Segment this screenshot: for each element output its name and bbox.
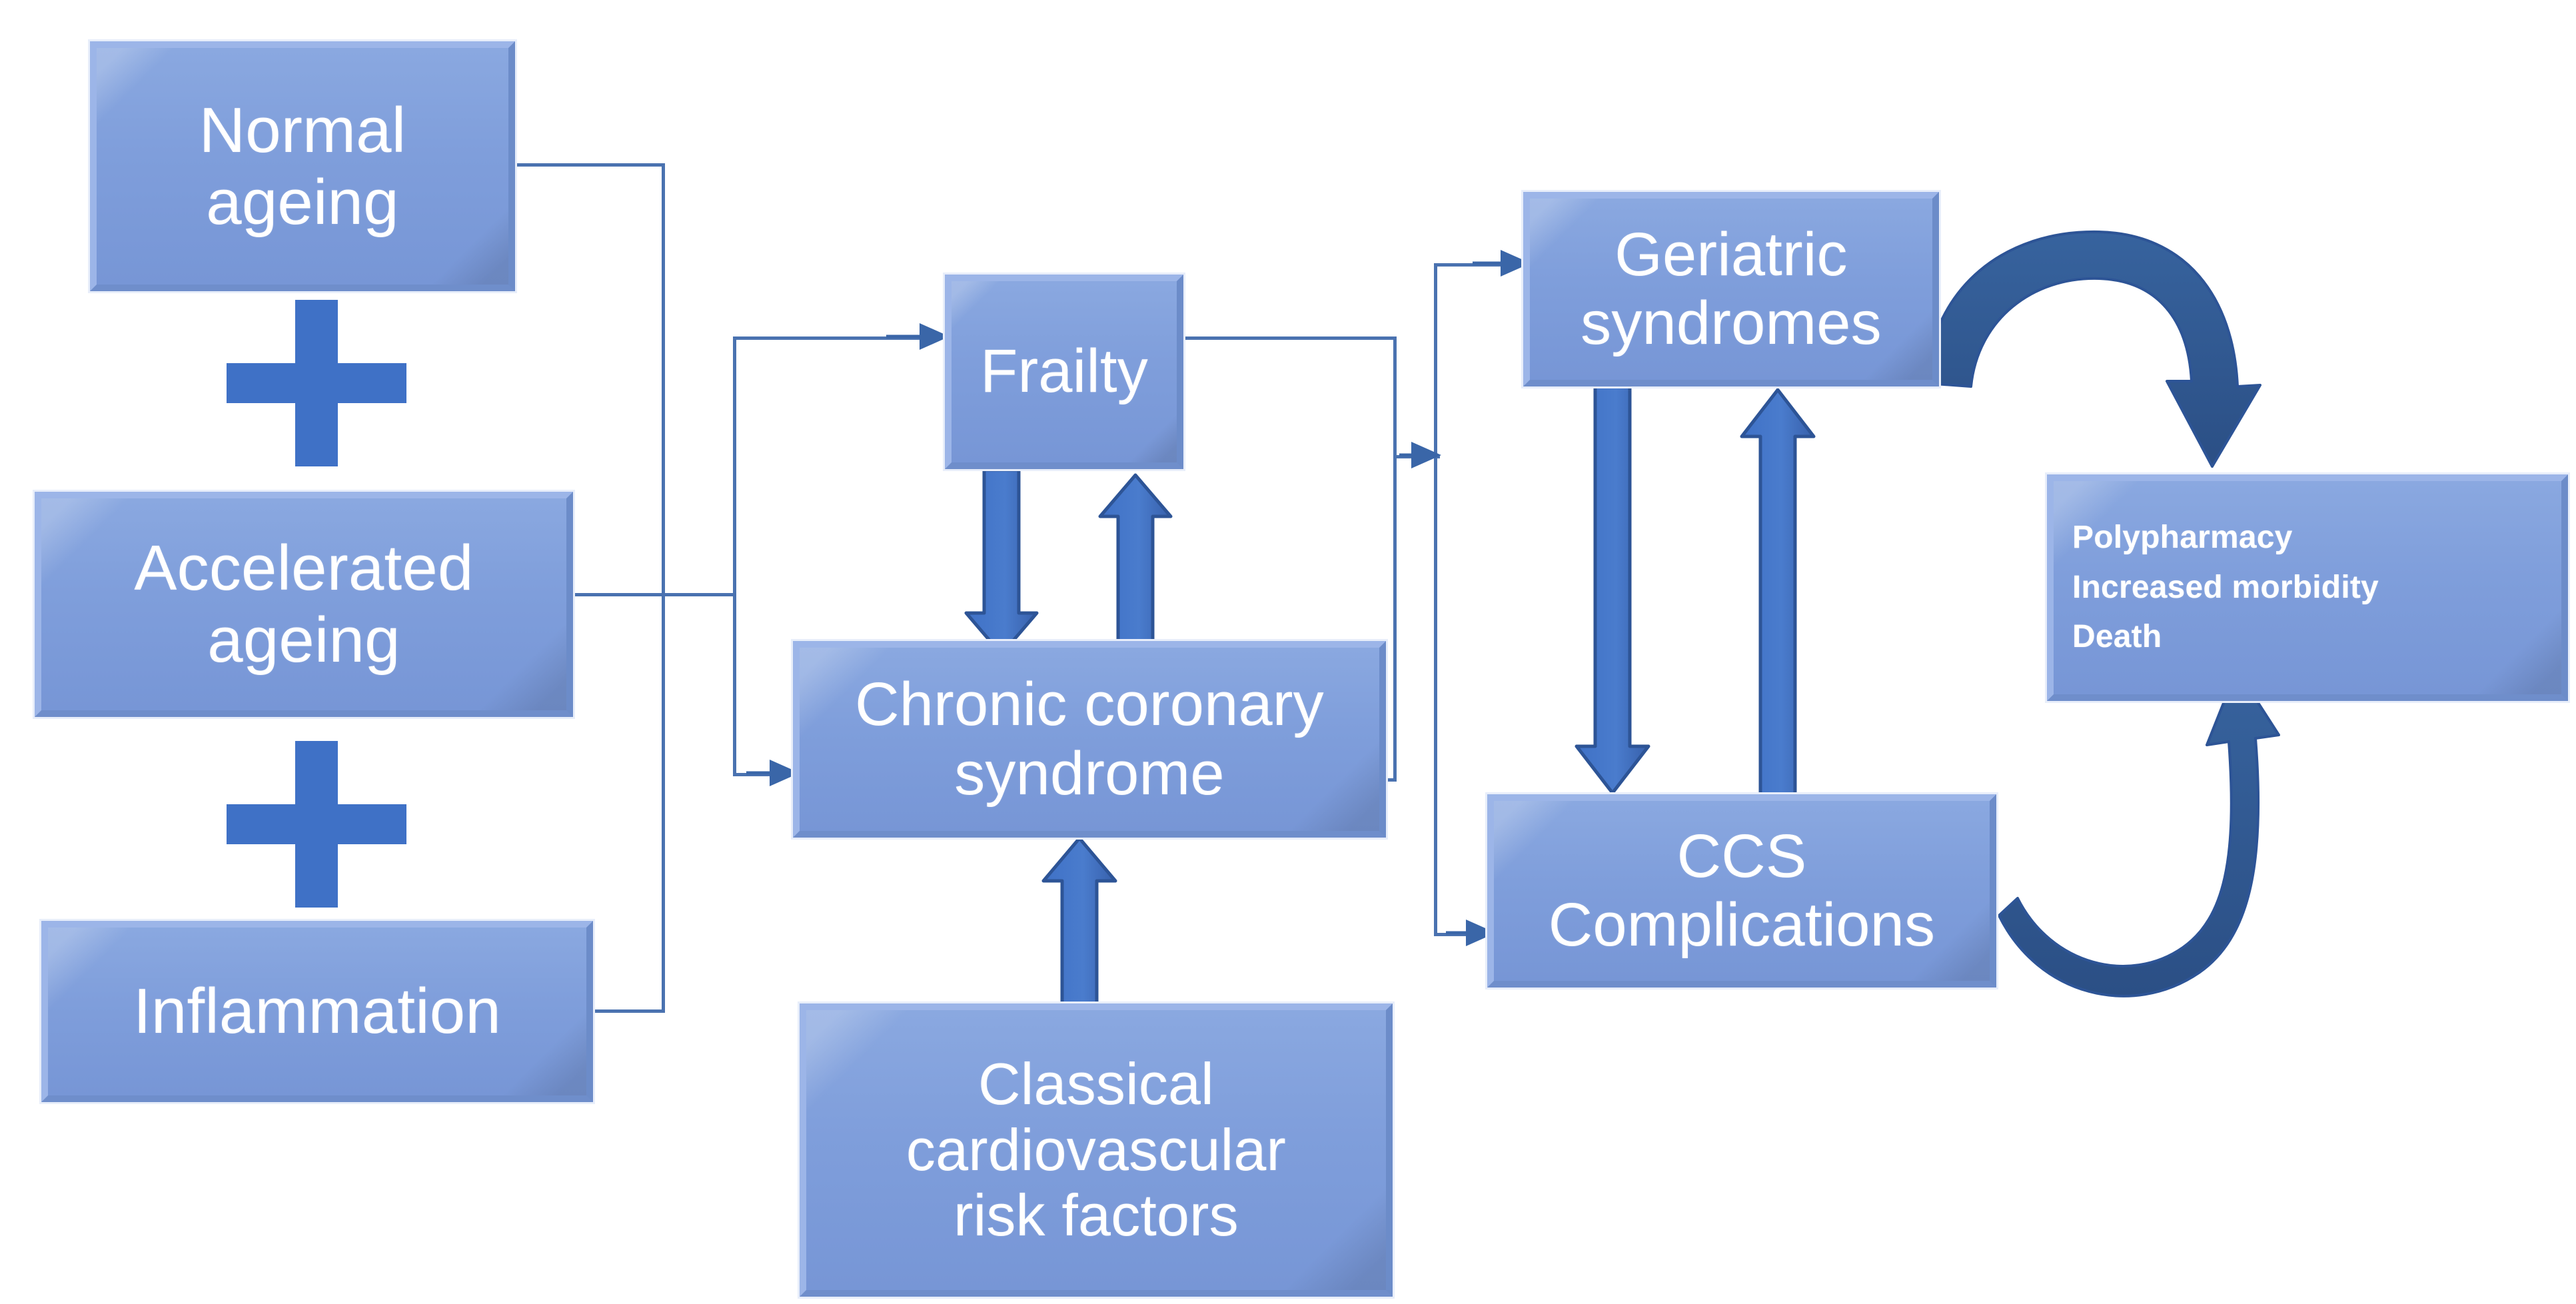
node-geriatric-line1: Geriatric	[1614, 220, 1848, 289]
node-outcomes[interactable]: Polypharmacy Increased morbidity Death	[2047, 474, 2568, 701]
node-ccs-line2: syndrome	[954, 739, 1225, 808]
node-outcomes-line1: Polypharmacy	[2072, 520, 2293, 556]
node-normal-ageing[interactable]: Normal ageing	[90, 41, 515, 291]
curved-arrow-geriatric-to-outcomes	[1924, 230, 2261, 468]
node-chronic-coronary-syndrome[interactable]: Chronic coronary syndrome	[793, 641, 1386, 838]
block-arrow-geriatric-to-complications	[1575, 384, 1650, 795]
node-complications-line1: CCS	[1676, 822, 1807, 890]
block-arrow-frailty-to-ccs	[964, 468, 1039, 656]
node-risk-line1: Classical	[978, 1051, 1214, 1117]
curved-arrow-complications-to-outcomes	[1998, 668, 2280, 997]
connector-bus-left-b	[733, 336, 736, 776]
connector-bus-left-a	[662, 163, 665, 1013]
node-ccs-complications[interactable]: CCS Complications	[1487, 794, 1996, 987]
node-risk-line2: cardiovascular	[906, 1116, 1287, 1183]
node-ccs-line1: Chronic coronary	[855, 670, 1324, 739]
node-accelerated-ageing[interactable]: Accelerated ageing	[35, 492, 573, 717]
block-arrow-ccs-to-frailty	[1098, 473, 1173, 645]
connector-to-complications-stub	[1434, 933, 1484, 936]
node-classical-cv-risk-factors[interactable]: Classical cardiovascular risk factors	[800, 1003, 1393, 1297]
node-accelerated-ageing-line2: ageing	[207, 604, 400, 676]
node-accelerated-ageing-line1: Accelerated	[134, 532, 474, 604]
connector-ccs-out	[1381, 778, 1397, 782]
node-outcomes-line2: Increased morbidity	[2072, 569, 2379, 605]
connector-accelerated-ageing-out	[570, 593, 736, 596]
connector-to-geriatric-stub	[1434, 263, 1514, 267]
node-frailty-label: Frailty	[980, 337, 1148, 406]
node-frailty[interactable]: Frailty	[945, 275, 1183, 469]
node-inflammation-label: Inflammation	[133, 976, 501, 1047]
connector-bus-c-to-d	[1393, 455, 1440, 458]
connector-to-ccs-stub	[733, 773, 790, 776]
connector-inflammation-out	[590, 1009, 665, 1013]
node-geriatric-line2: syndromes	[1581, 289, 1882, 357]
node-geriatric-syndromes[interactable]: Geriatric syndromes	[1523, 192, 1939, 386]
node-normal-ageing-line2: ageing	[206, 166, 399, 238]
connector-normal-ageing-out	[512, 163, 665, 167]
connector-frailty-out	[1181, 336, 1395, 340]
node-inflammation[interactable]: Inflammation	[41, 921, 593, 1102]
plus-operator-2	[227, 741, 406, 908]
node-risk-line3: risk factors	[954, 1182, 1239, 1249]
connector-bus-right-d	[1434, 263, 1437, 936]
connector-bus-right-c	[1393, 336, 1397, 782]
block-arrow-risk-to-ccs	[1041, 836, 1117, 1005]
connector-to-frailty-stub	[733, 336, 920, 340]
node-complications-line2: Complications	[1548, 891, 1936, 959]
node-outcomes-line3: Death	[2072, 619, 2162, 655]
node-normal-ageing-line1: Normal	[199, 94, 406, 166]
block-arrow-complications-to-geriatric	[1740, 388, 1816, 799]
plus-operator-1	[227, 300, 406, 466]
